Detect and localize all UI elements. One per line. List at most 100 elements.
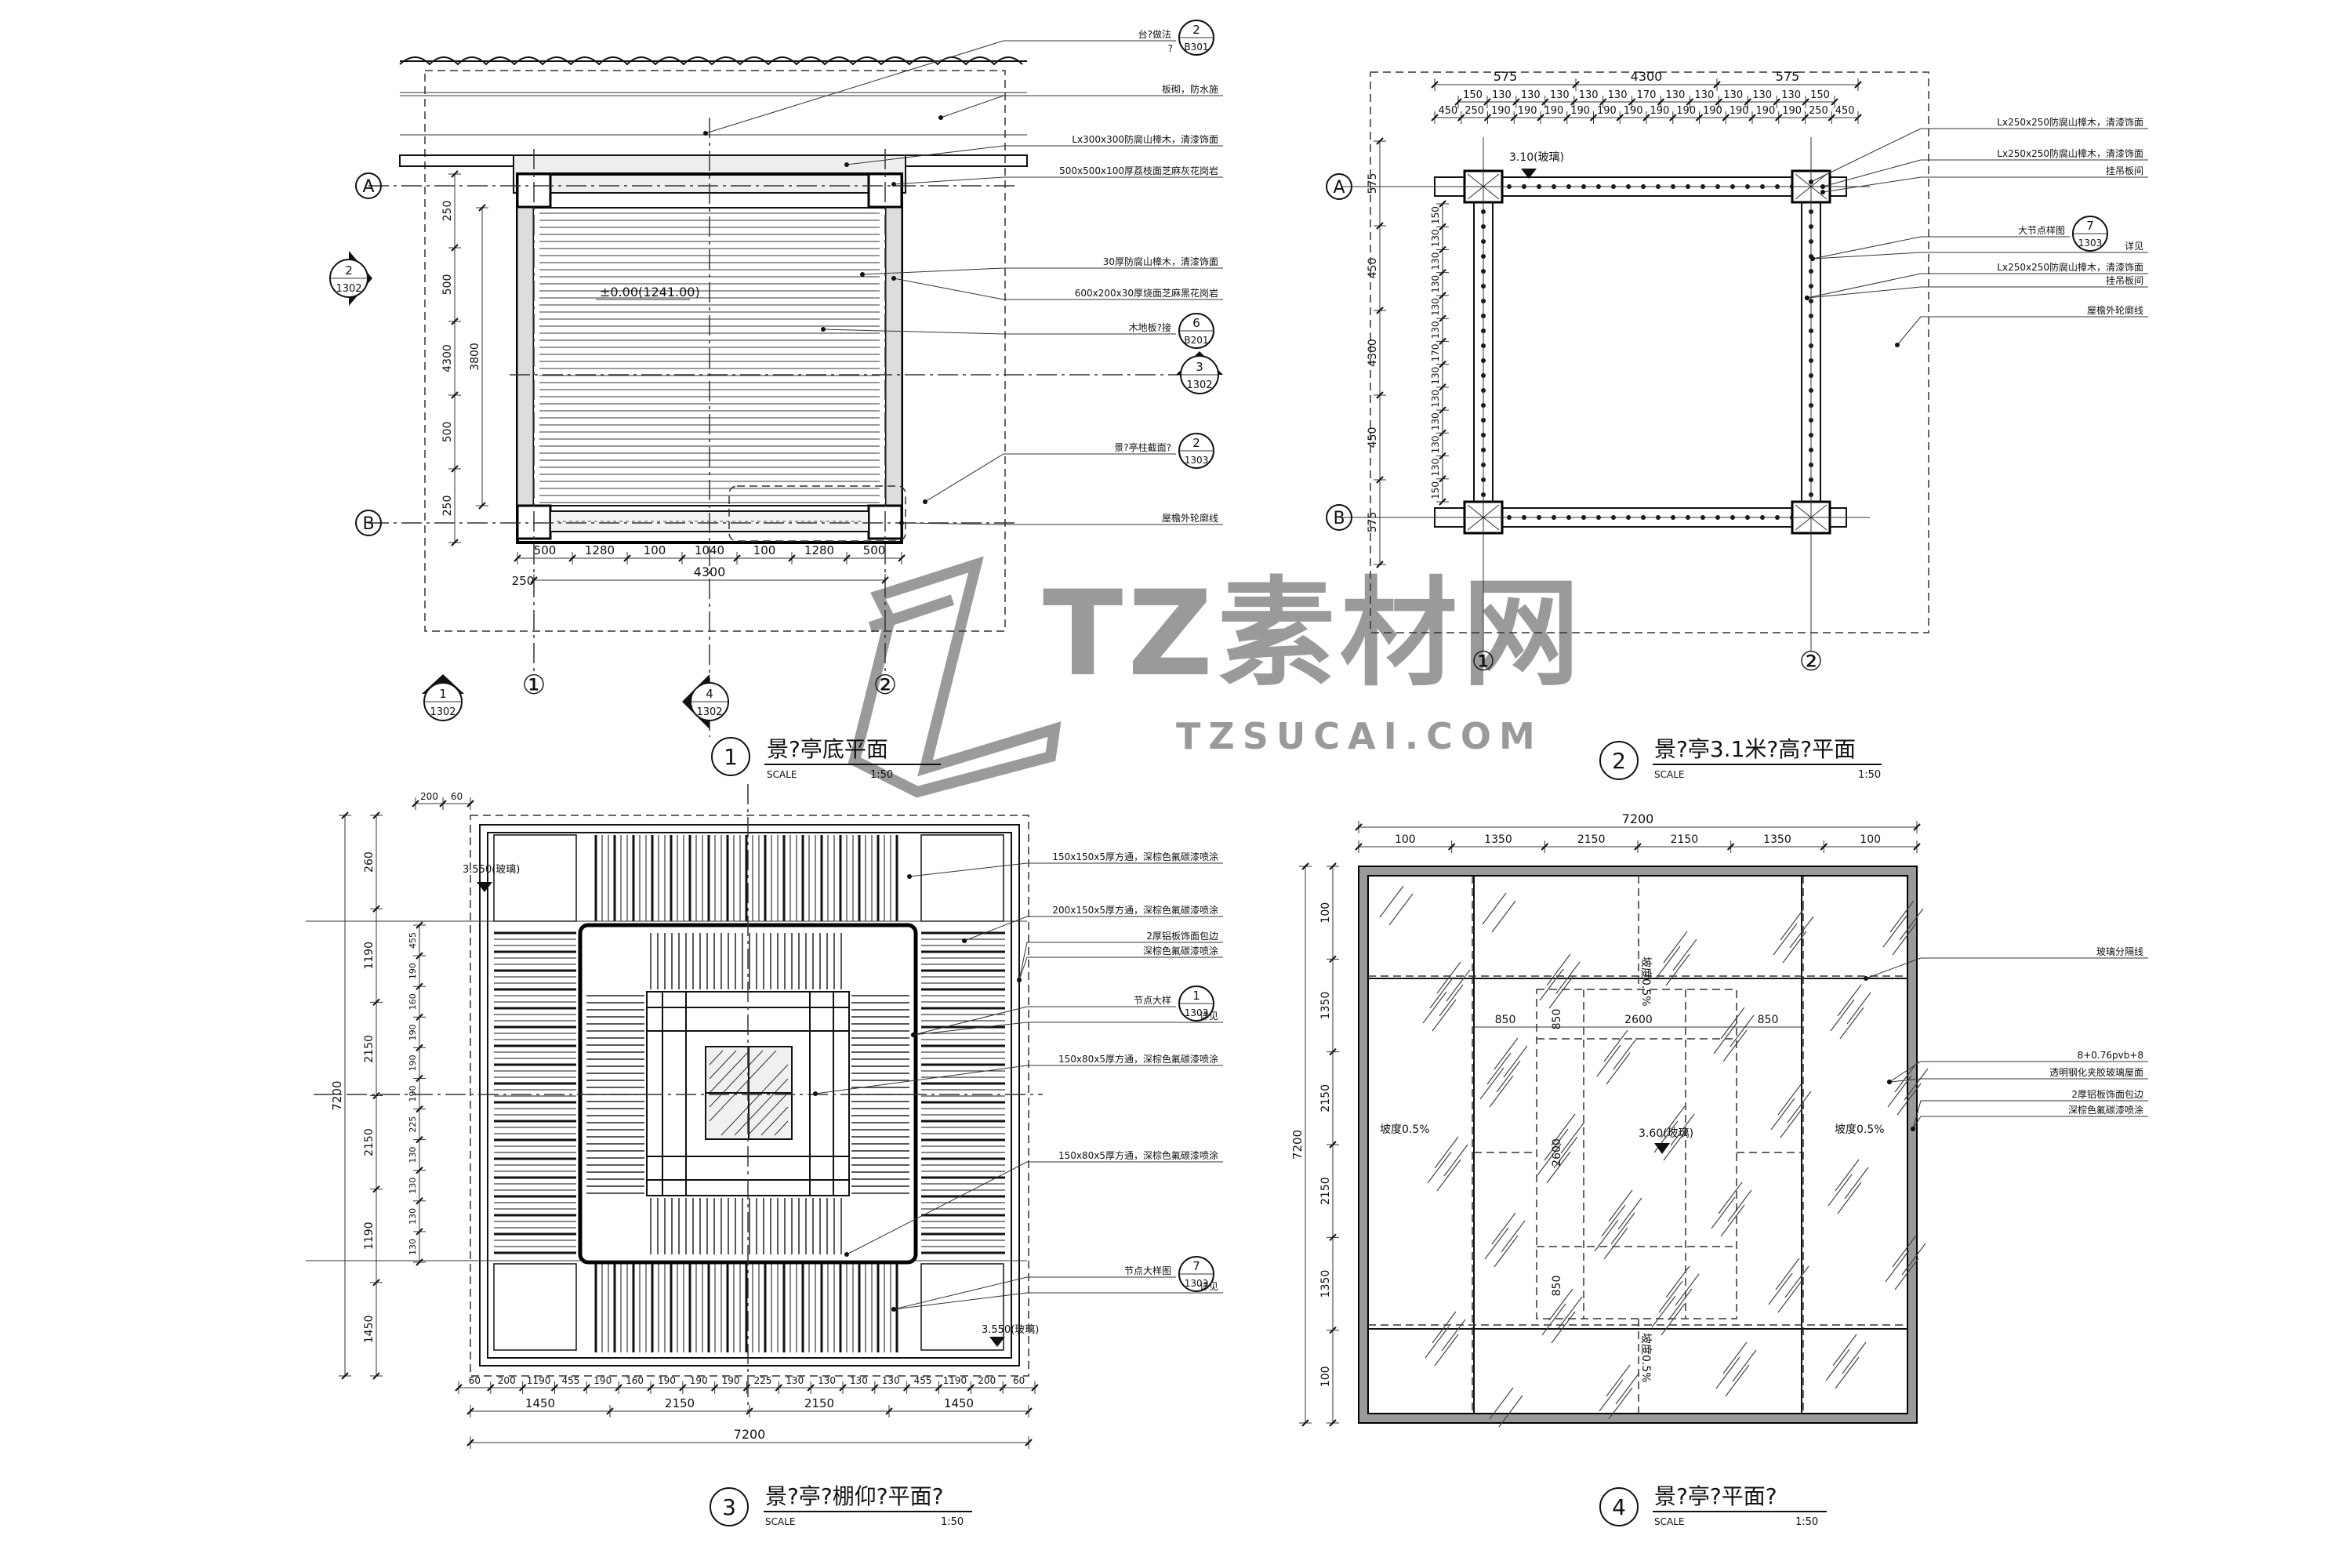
plan3-callout-2: 2厚铝板饰面包边 bbox=[1146, 930, 1218, 942]
plan3-dim-top: 200 bbox=[420, 791, 438, 802]
plan1-axis-a-bubble bbox=[355, 172, 382, 199]
plan2-axis-a-bubble bbox=[1326, 173, 1352, 200]
plan3-dim-top: 60 bbox=[451, 791, 463, 802]
plan4-dim-left: 2150 bbox=[1319, 1177, 1332, 1205]
plan2-dim-top-3: 250 bbox=[1809, 105, 1828, 117]
plan3-elevation-2: 3.550(玻璃) bbox=[982, 1324, 1039, 1336]
plan1-section-ref-right: 3 1302 bbox=[1176, 351, 1223, 394]
plan3-dim-bottom-1: 60 bbox=[1013, 1375, 1025, 1386]
plan1-dim-bottom: 500 bbox=[863, 543, 886, 557]
plan2-dim-left-dense-label: 150 bbox=[1430, 206, 1441, 224]
plan4-slope-top: 坡度0.5% bbox=[1639, 956, 1652, 1007]
plan2-dim-top-1: 4300 bbox=[1631, 69, 1663, 84]
plan2-callout-3-ref-num: 7 bbox=[2086, 219, 2094, 233]
plan2-dim-top-3: 190 bbox=[1703, 105, 1722, 117]
plan3-dim-bottom-1: 60 bbox=[469, 1375, 481, 1386]
plan4-dim-left: 100 bbox=[1319, 902, 1332, 924]
plan2-dim-left: 450 bbox=[1367, 258, 1379, 279]
plan2-dim-top-3: 190 bbox=[1544, 105, 1563, 117]
plan2-scale-label: SCALE bbox=[1654, 769, 1684, 780]
plan1-section-ref-bottom-center: 4 1302 bbox=[682, 674, 729, 729]
plan2-dim-top-2: 170 bbox=[1637, 89, 1657, 101]
plan1-scale: 1:50 bbox=[870, 769, 893, 781]
plan4-slope-right: 坡度0.5% bbox=[1835, 1123, 1885, 1136]
plan4-slope-bottom: 坡度0.5% bbox=[1639, 1333, 1652, 1383]
plan3-dim-total: 7200 bbox=[734, 1427, 766, 1442]
plan3-dim-bottom-1: 190 bbox=[593, 1375, 612, 1386]
plan3-dim-bottom-1: 200 bbox=[498, 1375, 516, 1386]
plan1-title-number: 1 bbox=[724, 744, 738, 770]
plan2-dim-top-2: 150 bbox=[1463, 89, 1483, 101]
plan3-dim-left-total: 7200 bbox=[330, 1080, 344, 1110]
plan3-eaves-outline bbox=[470, 815, 1029, 1377]
plan3-dim-bottom-1: 455 bbox=[561, 1375, 579, 1386]
plan4-dim-top: 100 bbox=[1395, 833, 1416, 846]
plan3-callout-8-ref-num: 7 bbox=[1192, 1259, 1200, 1273]
plan3-callout-1: 200x150x5厚方通，深棕色氟碳漆喷涂 bbox=[1052, 904, 1218, 916]
plan3-callout-4: 节点大样 bbox=[1134, 994, 1171, 1006]
plan3-fascia bbox=[487, 832, 1012, 1359]
plan3-dim-left: 1190 bbox=[363, 942, 376, 970]
plan2-dim-left-dense-label: 150 bbox=[1430, 481, 1441, 499]
plan1-callout-7: 景?亭柱截面? bbox=[1114, 441, 1171, 453]
plan2-dim-left: 575 bbox=[1367, 173, 1379, 194]
plan3-callout-7: 150x80x5厚方通，深棕色氟碳漆喷涂 bbox=[1058, 1149, 1218, 1161]
watermark-url-text: TZSUCAI.COM bbox=[1176, 715, 1543, 757]
plan2-dim-left-dense-label: 130 bbox=[1430, 412, 1441, 430]
plan3-dim-left-dense-label: 130 bbox=[408, 1147, 418, 1163]
plan4-callout-4: 深棕色氟碳漆喷涂 bbox=[2068, 1104, 2143, 1116]
plan4-slope-left: 坡度0.5% bbox=[1380, 1123, 1430, 1136]
plan3-scale: 1:50 bbox=[941, 1516, 964, 1528]
plan4-inner-dim-1: 850 bbox=[1551, 1009, 1563, 1030]
plan4-dim-top: 100 bbox=[1860, 833, 1881, 846]
plan2-dim-left-dense-label: 130 bbox=[1430, 367, 1441, 385]
plan4-glass-hatch bbox=[1379, 885, 1929, 1428]
plan1-section-ref-left: 2 1302 bbox=[329, 251, 372, 306]
plan4-callouts: 玻璃分隔线8+0.76pvb+8透明钢化夹胶玻璃屋面2厚铝板饰面包边深棕色氟碳漆… bbox=[1864, 946, 2148, 1131]
svg-text:2: 2 bbox=[345, 263, 353, 278]
plan1-title: 景?亭底平面 bbox=[767, 736, 888, 762]
plan2-title-block: 2 景?亭3.1米?高?平面 SCALE 1:50 bbox=[1599, 736, 1882, 781]
plan2-callout-1: Lx250x250防腐山樟木，清漆饰面 bbox=[1997, 147, 2143, 159]
plan1-stone-left bbox=[517, 207, 534, 506]
plan4-callout-3: 2厚铝板饰面包边 bbox=[2071, 1088, 2143, 1100]
plan1-dim-left-inner: 3800 bbox=[469, 343, 481, 371]
plan3-dim-left-dense-label: 160 bbox=[408, 993, 418, 1010]
plan2-callout-5: Lx250x250防腐山樟木，清漆饰面 bbox=[1997, 261, 2143, 273]
plan3-dimensions: 2601190215021501190145072004551901601901… bbox=[330, 791, 1039, 1449]
plan3-callout-0: 150x150x5厚方通，深棕色氟碳漆喷涂 bbox=[1052, 851, 1218, 862]
plan2-dim-top-1: 575 bbox=[1776, 69, 1800, 84]
plan3-title-block: 3 景?亭?棚仰?平面? SCALE 1:50 bbox=[710, 1483, 972, 1528]
plan3-dim-bottom-1: 190 bbox=[658, 1375, 676, 1386]
plan1-axis-b-bubble bbox=[355, 510, 382, 536]
plan4-title: 景?亭?平面? bbox=[1654, 1483, 1777, 1509]
plan2-dim-top-2: 130 bbox=[1723, 89, 1743, 101]
plan4-glass-field bbox=[1367, 875, 1908, 1414]
plan4-callout-0: 玻璃分隔线 bbox=[2096, 946, 2143, 957]
plan1-wood-boards bbox=[539, 212, 880, 503]
plan2-dim-top-1: 575 bbox=[1494, 69, 1518, 84]
plan1-callout-7-ref-num: 2 bbox=[1192, 436, 1200, 450]
plan1-callout-0: 台?做法 bbox=[1138, 28, 1171, 40]
plan3-title: 景?亭?棚仰?平面? bbox=[765, 1483, 943, 1509]
plan3-dim-left-dense-label: 190 bbox=[408, 1054, 418, 1071]
plan2-dim-top-3: 190 bbox=[1624, 105, 1643, 117]
plan1-dim-bottom: 1280 bbox=[804, 543, 834, 557]
plan1-dim-250: 250 bbox=[512, 574, 535, 588]
plan3-slats bbox=[493, 834, 1005, 1352]
plan1-callout-3: 500x500x100厚荔枝面芝麻灰花岗岩 bbox=[1059, 165, 1218, 176]
plan2-dim-left-dense-label: 130 bbox=[1430, 459, 1441, 477]
plan2-callout-3-ref-sheet: 1303 bbox=[2078, 238, 2103, 249]
plan3-dim-bottom-1: 200 bbox=[978, 1375, 996, 1386]
plan1-callout-2: Lx300x300防腐山樟木，清漆饰面 bbox=[1072, 133, 1218, 145]
plan3-dim-bottom-1: 130 bbox=[818, 1375, 836, 1386]
plan3-dim-left-dense-label: 455 bbox=[408, 932, 418, 949]
plan1-dim-left: 500 bbox=[441, 274, 454, 296]
plan4-dim-total-top: 7200 bbox=[1622, 811, 1654, 826]
plan3-dim-left-dense-label: 190 bbox=[408, 963, 418, 979]
plan1-callout-6-ref-sheet: B201 bbox=[1184, 335, 1208, 346]
